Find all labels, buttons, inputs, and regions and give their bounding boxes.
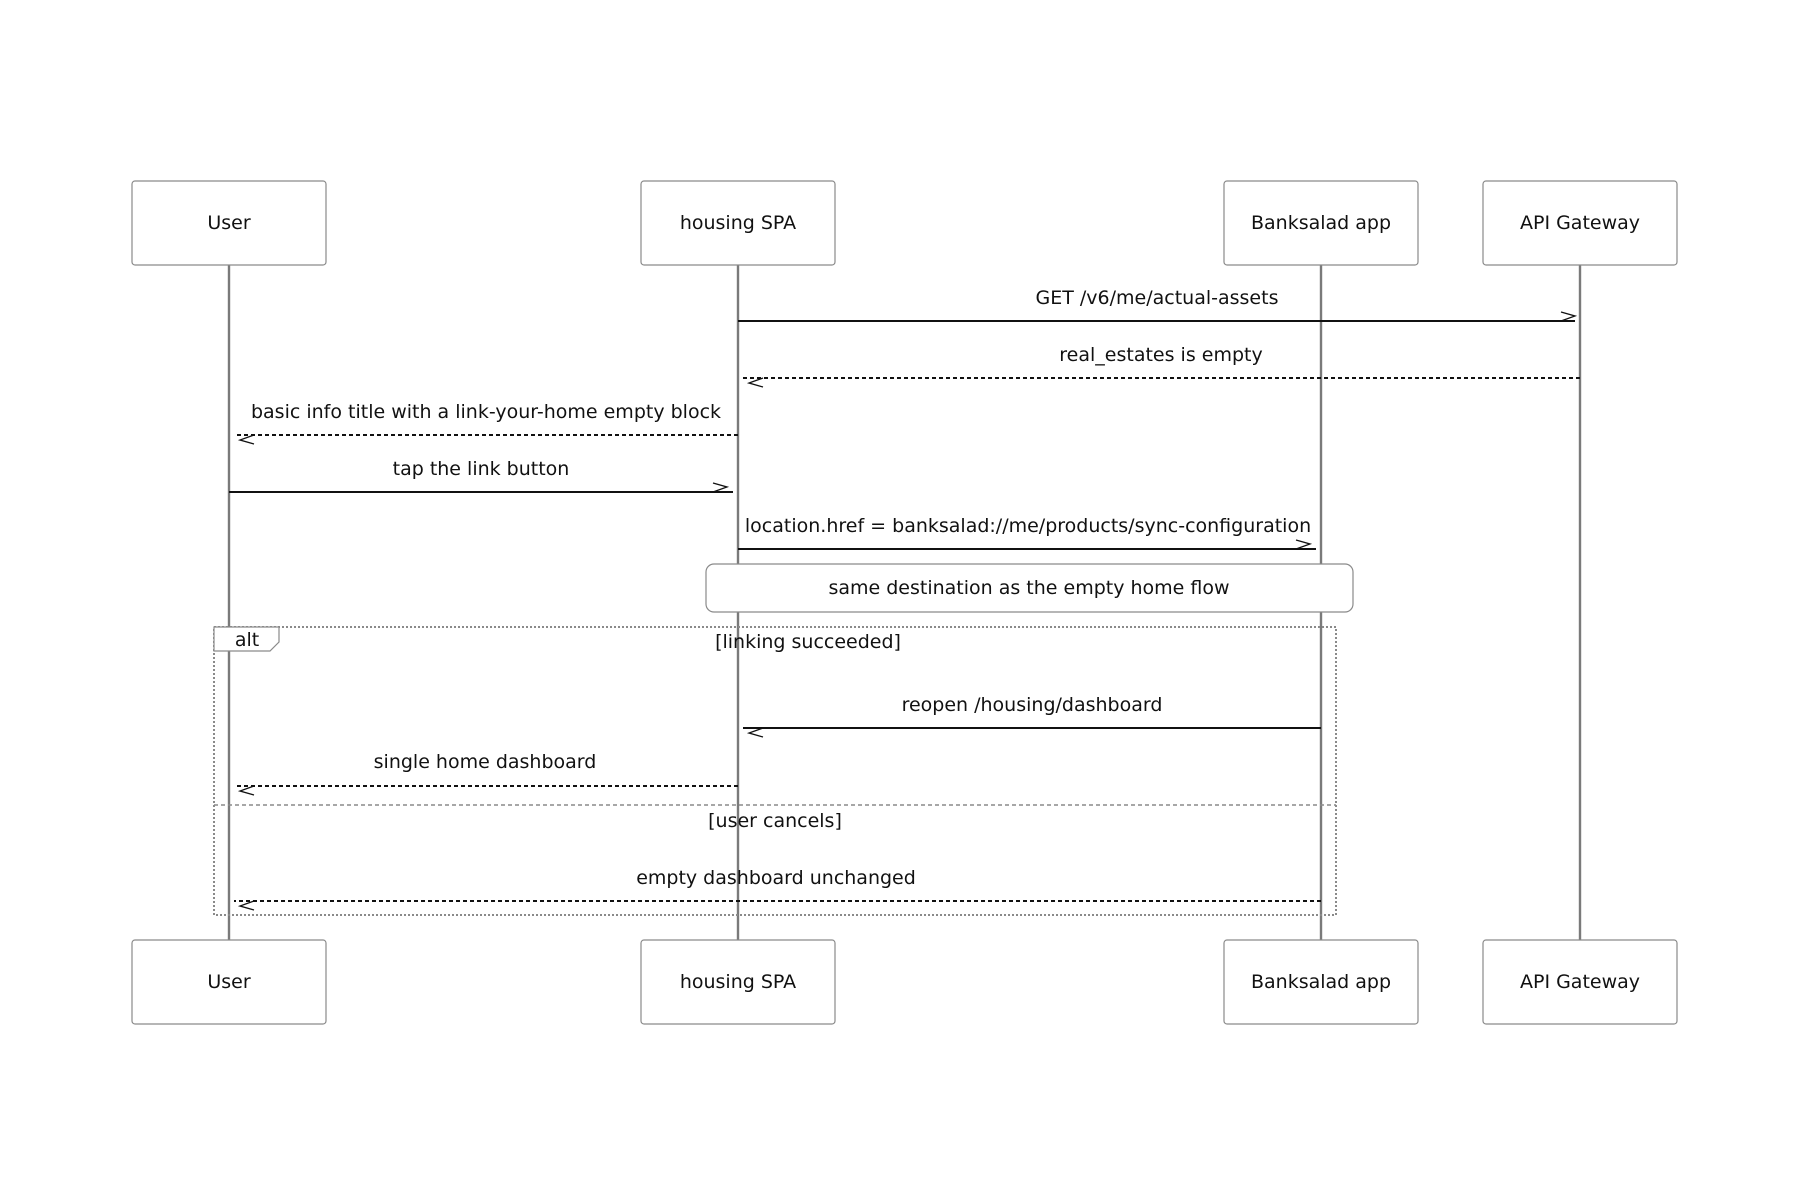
participant-housing-spa-top: housing SPA: [640, 180, 836, 266]
arrow-right-icon: [1295, 539, 1313, 550]
arrow-left-icon: [746, 727, 764, 738]
participant-label: API Gateway: [1520, 212, 1640, 234]
message-real-estates-empty: real_estates is empty: [743, 344, 1580, 388]
message-empty-dashboard-unchanged: empty dashboard unchanged: [234, 867, 1321, 911]
message-label: reopen /housing/dashboard: [902, 694, 1163, 716]
alt-frame-tab: [213, 626, 280, 652]
alt-frame: alt [linking succeeded] [user cancels]: [213, 626, 1337, 916]
message-label: location.href = banksalad://me/products/…: [745, 515, 1311, 537]
message-label: basic info title with a link-your-home e…: [251, 401, 721, 423]
participant-label: User: [207, 212, 250, 234]
message-reopen-dashboard: reopen /housing/dashboard: [743, 694, 1321, 738]
participant-label: housing SPA: [680, 212, 796, 234]
participant-api-gateway-top: API Gateway: [1482, 180, 1678, 266]
message-single-home-dashboard: single home dashboard: [234, 751, 738, 796]
message-label: empty dashboard unchanged: [636, 867, 916, 889]
arrow-left-icon: [237, 434, 255, 445]
message-label: tap the link button: [393, 458, 570, 480]
participant-label: Banksalad app: [1251, 212, 1391, 234]
message-label: single home dashboard: [374, 751, 597, 773]
message-get-actual-assets: GET /v6/me/actual-assets: [738, 287, 1578, 322]
message-label: GET /v6/me/actual-assets: [1036, 287, 1279, 309]
participant-api-gateway-bottom: API Gateway: [1482, 939, 1678, 1025]
note-same-destination: same destination as the empty home flow: [705, 563, 1354, 613]
message-location-href: location.href = banksalad://me/products/…: [738, 515, 1316, 550]
arrow-left-icon: [237, 900, 255, 911]
message-label: real_estates is empty: [1059, 344, 1262, 366]
arrow-left-icon: [237, 785, 255, 796]
participant-user-bottom: User: [131, 939, 327, 1025]
participant-banksalad-app-top: Banksalad app: [1223, 180, 1419, 266]
message-tap-link-button: tap the link button: [229, 458, 733, 493]
participant-banksalad-app-bottom: Banksalad app: [1223, 939, 1419, 1025]
alt-condition-user-cancels: [user cancels]: [708, 810, 842, 832]
alt-frame-label: alt: [235, 629, 259, 651]
arrow-right-icon: [1560, 311, 1578, 322]
note-label: same destination as the empty home flow: [828, 577, 1229, 599]
participant-user-top: User: [131, 180, 327, 266]
alt-condition-linking-succeeded: [linking succeeded]: [715, 631, 901, 653]
participant-label: Banksalad app: [1251, 971, 1391, 993]
participant-label: API Gateway: [1520, 971, 1640, 993]
arrow-right-icon: [712, 482, 730, 493]
arrow-left-icon: [746, 377, 764, 388]
participant-label: User: [207, 971, 250, 993]
participant-label: housing SPA: [680, 971, 796, 993]
participant-housing-spa-bottom: housing SPA: [640, 939, 836, 1025]
message-basic-info-title: basic info title with a link-your-home e…: [234, 401, 738, 445]
